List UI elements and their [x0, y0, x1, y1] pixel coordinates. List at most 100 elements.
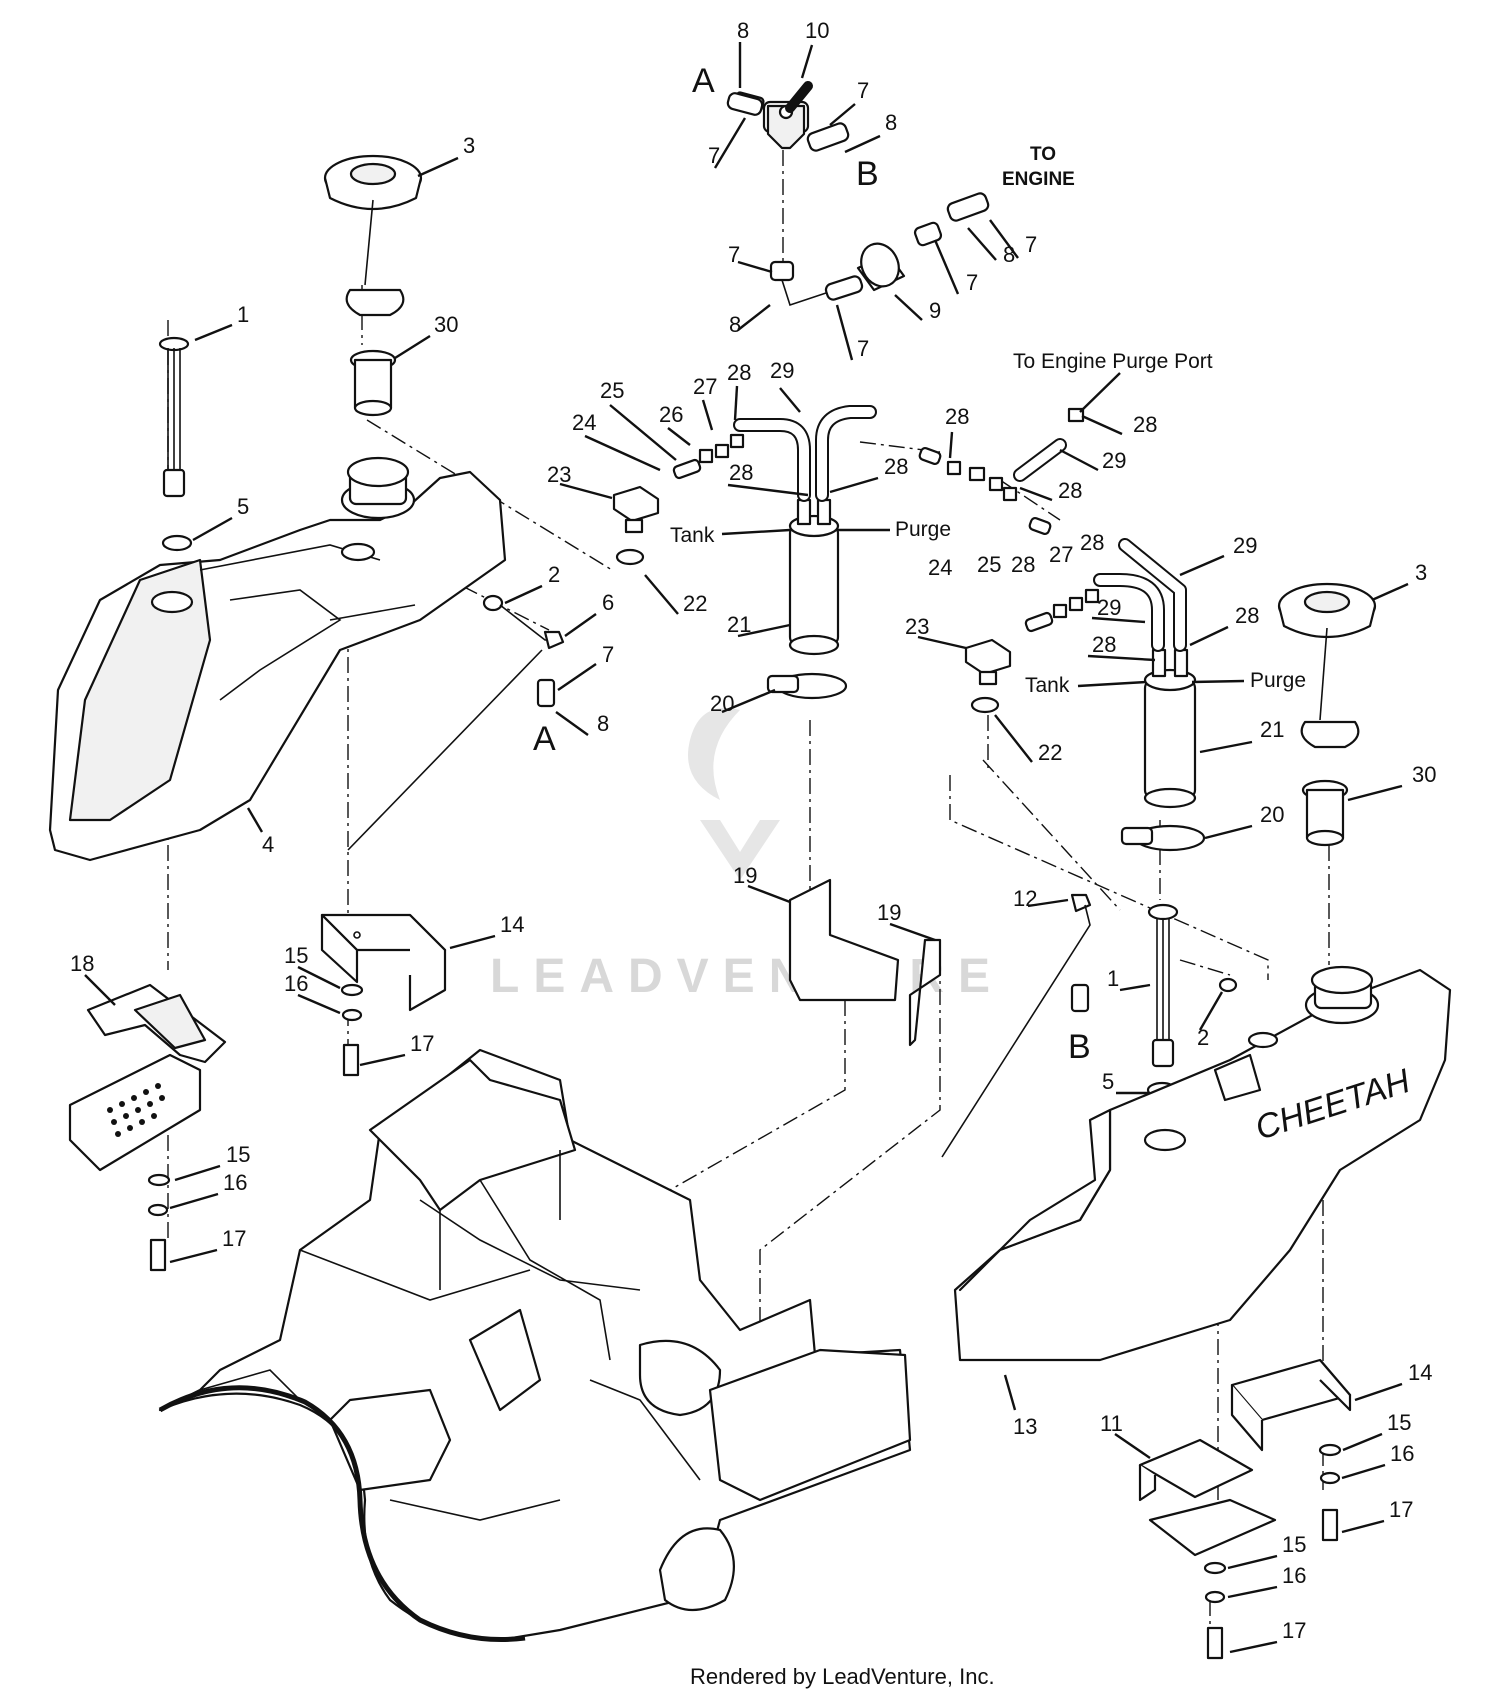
- bracket-holes: [107, 1083, 165, 1137]
- right-fuel-cap: [1277, 582, 1377, 749]
- callout-c-8d: 8: [729, 312, 741, 337]
- rendered-by-credit: Rendered by LeadVenture, Inc.: [690, 1664, 995, 1689]
- left-fuel-tank: [48, 456, 507, 862]
- callout-c-8c: 8: [1003, 242, 1015, 267]
- callout-c-22b: 22: [1038, 740, 1062, 765]
- callout-c-17c: 17: [1389, 1497, 1413, 1522]
- purge-label-left: Purge: [895, 518, 951, 541]
- hardware-washers-screws-left: [147, 983, 364, 1272]
- to-engine-line-2: ENGINE: [1002, 169, 1075, 190]
- callout-c-24b: 24: [928, 555, 952, 580]
- callout-c-20a: 20: [710, 691, 734, 716]
- callout-c-2b: 2: [1197, 1025, 1209, 1050]
- callout-c-7a: 7: [857, 78, 869, 103]
- callout-c-18: 18: [70, 951, 94, 976]
- callout-c-28j: 28: [1092, 632, 1116, 657]
- to-engine-purge-port-label: To Engine Purge Port: [1013, 350, 1213, 373]
- callout-c-23a: 23: [547, 462, 571, 487]
- watermark-text: LEADVENTURE: [490, 950, 1004, 1003]
- callout-c-5a: 5: [237, 494, 249, 519]
- callout-c-14b: 14: [1408, 1360, 1432, 1385]
- callout-c-13: 13: [1013, 1414, 1037, 1439]
- callout-c-6: 6: [602, 590, 614, 615]
- callout-c-15a: 15: [284, 943, 308, 968]
- callout-c-29d: 29: [1097, 595, 1121, 620]
- tank-bracket-19-left: [788, 878, 900, 1002]
- right-clamp-20: [1120, 824, 1206, 852]
- tank-leader-left: [721, 528, 791, 536]
- purge-port-leader: [1079, 372, 1121, 413]
- leadventure-watermark: LEADVENTURE: [490, 708, 1004, 1003]
- callout-c-20b: 20: [1260, 802, 1284, 827]
- callout-c-8a: 8: [737, 18, 749, 43]
- callout-c-3a: 3: [463, 133, 475, 158]
- callout-c-8b: 8: [885, 110, 897, 135]
- left-cap-adapter-30: [349, 349, 397, 417]
- callout-c-7b: 7: [708, 143, 720, 168]
- callout-c-16c: 16: [1390, 1441, 1414, 1466]
- left-vent-line: [347, 594, 565, 851]
- left-clamp-20: [766, 672, 848, 700]
- hardware-washers-screws-right: [1203, 1443, 1342, 1660]
- purge-leader-right: [1191, 679, 1245, 684]
- callout-c-7e: 7: [966, 270, 978, 295]
- callout-c-28e: 28: [884, 454, 908, 479]
- callout-c-1b: 1: [1107, 966, 1119, 991]
- right-fuel-tank: CHEETAH: [953, 965, 1452, 1362]
- callout-c-7g: 7: [602, 642, 614, 667]
- callout-c-27a: 27: [693, 374, 717, 399]
- callout-c-15c: 15: [1387, 1410, 1411, 1435]
- letter-a-top: A: [692, 62, 715, 100]
- callout-c-28f: 28: [1058, 478, 1082, 503]
- leader-lines: [84, 42, 1409, 1654]
- right-bracket-14: [1230, 1358, 1352, 1452]
- callout-c-9: 9: [929, 298, 941, 323]
- callout-c-29c: 29: [1233, 533, 1257, 558]
- left-fuel-cap: [323, 154, 423, 317]
- callout-c-28b: 28: [945, 404, 969, 429]
- callout-c-25b: 25: [977, 552, 1001, 577]
- letter-a-vent: A: [533, 720, 556, 758]
- right-charcoal-canister-21: [1093, 538, 1197, 809]
- callout-c-4: 4: [262, 832, 274, 857]
- callout-c-5b: 5: [1102, 1069, 1114, 1094]
- callout-c-21a: 21: [727, 612, 751, 637]
- callout-c-21b: 21: [1260, 717, 1284, 742]
- callout-c-30b: 30: [1412, 762, 1436, 787]
- callout-c-28g: 28: [1011, 552, 1035, 577]
- callout-c-7c: 7: [1025, 232, 1037, 257]
- callout-c-24a: 24: [572, 410, 596, 435]
- purge-label-right: Purge: [1250, 669, 1306, 692]
- callout-c-14a: 14: [500, 912, 524, 937]
- callout-c-26: 26: [659, 402, 683, 427]
- purge-line-fittings: [918, 407, 1085, 536]
- right-cap-adapter-30: [1301, 779, 1349, 847]
- callout-c-16d: 16: [1282, 1563, 1306, 1588]
- callout-c-12: 12: [1013, 886, 1037, 911]
- callout-c-19a: 19: [733, 863, 757, 888]
- letter-b-top: B: [856, 155, 879, 193]
- callout-c-7f: 7: [857, 336, 869, 361]
- callout-c-29a: 29: [770, 358, 794, 383]
- callout-c-1a: 1: [237, 302, 249, 327]
- callout-c-17a: 17: [410, 1031, 434, 1056]
- callout-c-17d: 17: [1282, 1618, 1306, 1643]
- callout-c-29b: 29: [1102, 448, 1126, 473]
- tank-bracket-19-right: [908, 938, 942, 1047]
- callout-c-28a: 28: [727, 360, 751, 385]
- callout-c-28c: 28: [1133, 412, 1157, 437]
- callout-c-8e: 8: [597, 711, 609, 736]
- callout-c-28i: 28: [1235, 603, 1259, 628]
- callout-c-7d: 7: [728, 242, 740, 267]
- callout-c-15b: 15: [226, 1142, 250, 1167]
- fuel-line-to-engine: [769, 192, 990, 307]
- chassis-frame: [158, 1048, 912, 1642]
- callout-c-15d: 15: [1282, 1532, 1306, 1557]
- left-charcoal-canister-21: [733, 405, 877, 656]
- callout-c-16b: 16: [223, 1170, 247, 1195]
- callout-c-27b: 27: [1049, 542, 1073, 567]
- right-rollover-valve-23: [964, 588, 1100, 714]
- callout-c-16a: 16: [284, 971, 308, 996]
